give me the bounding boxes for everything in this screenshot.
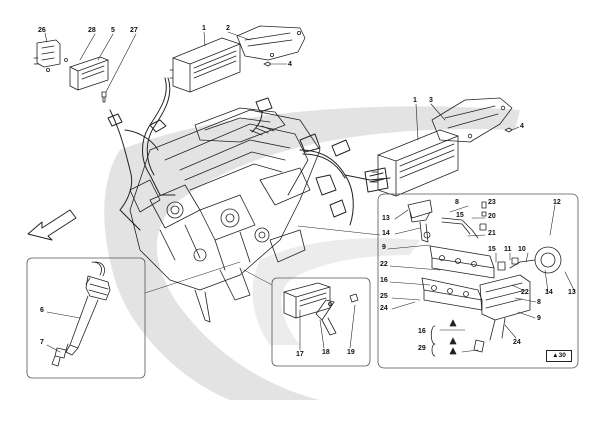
callout-15-right: 15 (488, 246, 496, 253)
small-module-part (69, 56, 109, 91)
callout-22-right: 22 (521, 289, 529, 296)
callout-9-left: 9 (382, 244, 386, 251)
inset-box-fuel-rail (377, 193, 579, 369)
callout-1-right: 1 (413, 97, 417, 104)
callout-6: 6 (40, 307, 44, 314)
callout-4-top: 4 (288, 61, 292, 68)
callout-17: 17 (296, 351, 304, 358)
callout-4-right: 4 (520, 123, 524, 130)
direction-arrow-icon (27, 209, 77, 241)
wiring-harness (107, 77, 391, 231)
fuel-rail-lower (421, 277, 483, 311)
callout-25: 25 (380, 293, 388, 300)
callout-5: 5 (111, 27, 115, 34)
engine-assembly (129, 107, 321, 323)
fuel-rail-upper (429, 245, 495, 279)
fastener-part-19 (349, 293, 359, 303)
bracket-brace (430, 325, 436, 357)
callout-21: 21 (488, 230, 496, 237)
callout-26: 26 (38, 27, 46, 34)
callout-14-left: 14 (382, 230, 390, 237)
callout-22-left: 22 (380, 261, 388, 268)
pointer-lines (144, 225, 381, 294)
ecu-bracket-right (431, 97, 513, 143)
ecu-bracket-top (236, 25, 306, 61)
quantity-note: ▲30 (546, 350, 572, 362)
callout-24-left: 24 (380, 305, 388, 312)
callout-19: 19 (347, 349, 355, 356)
callout-28: 28 (88, 27, 96, 34)
callout-13-left: 13 (382, 215, 390, 222)
callout-15-top: 15 (456, 212, 464, 219)
callout-8-right: 8 (537, 299, 541, 306)
ecu-part-top (169, 37, 241, 93)
bolt-part-top (263, 61, 272, 67)
note-symbol: ▲ (552, 352, 559, 359)
callout-2: 2 (226, 25, 230, 32)
triangle-marker-icon (449, 319, 457, 355)
note-value: 30 (558, 352, 566, 359)
callout-1-top: 1 (202, 25, 206, 32)
callout-20: 20 (488, 213, 496, 220)
callout-24-right: 24 (513, 339, 521, 346)
callout-7: 7 (40, 339, 44, 346)
callout-23: 23 (488, 199, 496, 206)
callout-10: 10 (518, 246, 526, 253)
background-swoosh (104, 106, 521, 401)
mounting-bracket-part (315, 299, 337, 336)
callout-11: 11 (504, 246, 512, 253)
spark-plug-part (51, 343, 69, 367)
pipe-part (441, 217, 479, 239)
small-bolts-part (479, 201, 487, 231)
callout-14-right: 14 (545, 289, 553, 296)
ignition-coil-part (65, 261, 111, 356)
callout-18: 18 (322, 349, 330, 356)
inset-box-module (271, 277, 371, 367)
inset-box-coil (26, 257, 146, 379)
fastener-part (64, 58, 68, 62)
fuel-pump-part (497, 246, 562, 274)
pressure-sensor-part (407, 199, 433, 243)
callout-29: 29 (418, 345, 426, 352)
callout-8-top: 8 (455, 199, 459, 206)
ecu-part-right (371, 129, 459, 197)
injector-assembly (473, 274, 531, 353)
callout-13-right: 13 (568, 289, 576, 296)
leader-lines (44, 31, 576, 353)
callout-12: 12 (553, 199, 561, 206)
callout-9-right: 9 (537, 315, 541, 322)
bracket-part (33, 39, 61, 73)
callout-3: 3 (429, 97, 433, 104)
control-module-part (283, 282, 331, 319)
callout-27: 27 (130, 27, 138, 34)
callout-16-left: 16 (380, 277, 388, 284)
callout-16-bottom: 16 (418, 328, 426, 335)
screw-part (101, 91, 107, 103)
